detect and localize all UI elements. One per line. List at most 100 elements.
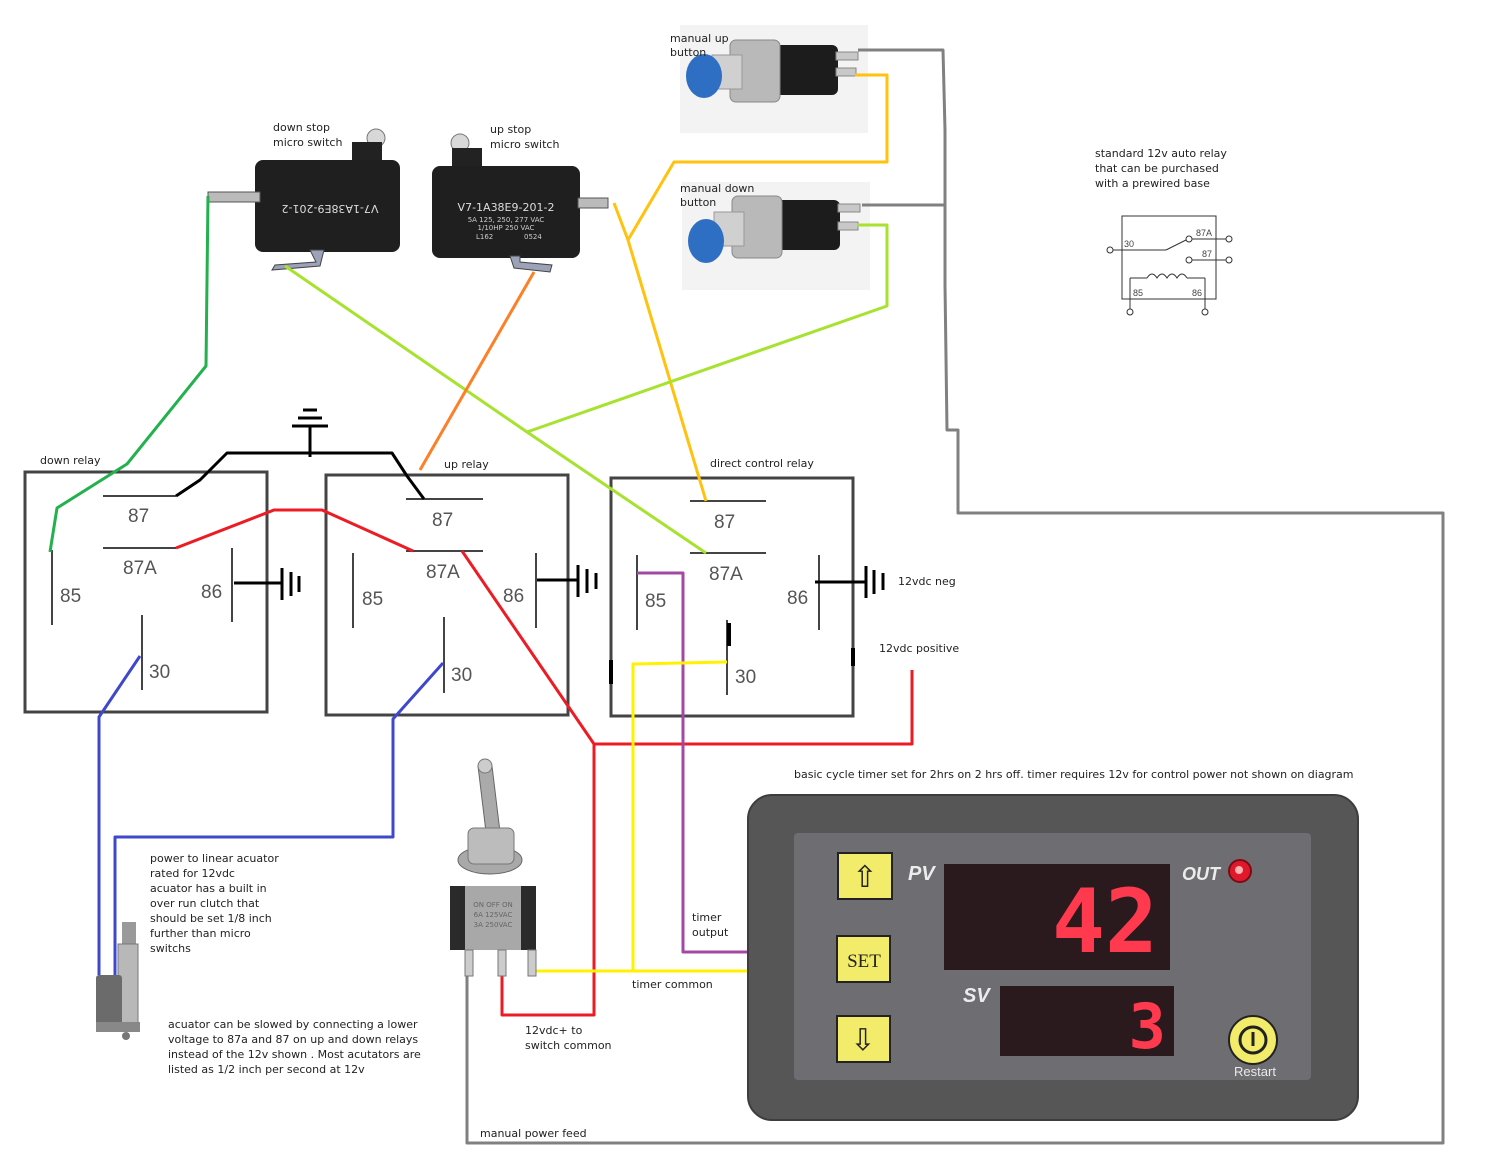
up-relay-pin-86: 86 [503,586,524,607]
wire-red-c [500,744,596,1017]
wire-green [48,195,210,553]
down-relay[interactable] [23,470,269,714]
out-label: OUT [1182,864,1222,884]
relay-note-3: with a prewired base [1095,177,1210,190]
wire-lime-a [526,223,889,434]
schem-pin-85: 85 [1133,288,1143,298]
wire-blue-b [113,662,445,975]
sv-value: 3 [1129,990,1166,1063]
down-relay-pin-30: 30 [149,662,170,683]
down-relay-pin-87: 87 [128,506,149,527]
wire-black [175,451,426,500]
direct-relay-pin-87a: 87A [709,564,743,585]
manual-down-label-1: manual down [680,182,754,195]
schem-pin-87: 87 [1202,249,1212,259]
switch-common-label-1: 12vdc+ to [525,1024,583,1037]
wire-yellow [631,660,752,973]
power-icon [1238,1025,1268,1055]
manual-up-label-1: manual up [670,32,729,45]
wire-yellow-orange-b [626,239,708,502]
direct-relay-pin-30: 30 [735,667,756,688]
up-switch-code2: 0524 [524,233,542,241]
pos-label: 12vdc positive [879,642,959,655]
up-switch-code1: L162 [476,233,493,241]
schem-pin-30: 30 [1124,239,1134,249]
direct-relay-pin-86: 86 [787,588,808,609]
wire-blue-a [97,655,142,975]
slow-note-3: instead of the 12v shown . Most acutator… [168,1048,421,1061]
manual-down-label-2: button [680,196,716,209]
linear-actuator[interactable] [96,922,140,1040]
actuator-note-4: over run clutch that [150,897,260,910]
relay-note-1: standard 12v auto relay [1095,147,1227,160]
up-switch-model: V7-1A38E9-201-2 [458,201,555,214]
down-stop-micro-switch[interactable]: V7-1A38E9-201-2 [207,128,400,271]
actuator-note-5: should be set 1/8 inch [150,912,272,925]
up-relay-pin-30: 30 [451,665,472,686]
up-relay-pin-85: 85 [362,589,383,610]
restart-label: Restart [1234,1064,1276,1079]
wire-orange [418,271,536,471]
wire-red-b [460,550,914,746]
direct-relay-pin-87: 87 [714,512,735,533]
actuator-note-2: rated for 12vdc [150,867,235,880]
down-stop-label-2: micro switch [273,136,342,149]
down-relay-label: down relay [40,454,101,467]
pv-label: PV [908,863,936,885]
up-stop-label-2: micro switch [490,138,559,151]
pv-value: 42 [1052,870,1158,973]
up-relay-pin-87: 87 [432,510,453,531]
wire-gray-up [858,48,947,205]
up-relay-pin-87a: 87A [426,562,460,583]
cycle-timer [747,794,1359,1121]
timer-note: basic cycle timer set for 2hrs on 2 hrs … [794,768,1354,781]
schem-pin-86: 86 [1192,288,1202,298]
slow-note-1: acuator can be slowed by connecting a lo… [168,1018,418,1031]
set-label: SET [847,951,881,972]
arrow-up-icon: ⇧ [852,860,877,895]
toggle-text-1: ON OFF ON [473,901,513,909]
wire-purple [637,571,750,954]
relay-schematic [1106,215,1233,316]
manual-down-button[interactable] [682,182,870,290]
direct-relay-pin-85: 85 [645,591,666,612]
wire-lime-b [284,264,707,555]
actuator-note-3: acuator has a built in [150,882,267,895]
manual-up-label-2: button [670,46,706,59]
out-led-highlight [1235,866,1243,874]
schem-pin-87a: 87A [1196,228,1212,238]
timer-down-button[interactable]: ⇩ [836,1015,891,1063]
slow-note-2: voltage to 87a and 87 on up and down rel… [168,1033,418,1046]
timer-output-label-2: output [692,926,729,939]
down-relay-pin-85: 85 [60,586,81,607]
neg-label: 12vdc neg [898,575,956,588]
arrow-down-icon: ⇩ [850,1023,875,1058]
up-relay-label: up relay [444,458,489,471]
timer-restart-button[interactable] [1228,1015,1278,1065]
slow-note-4: listed as 1/2 inch per second at 12v [168,1063,365,1076]
up-stop-micro-switch[interactable]: V7-1A38E9-201-2 5A 125, 250, 277 VAC 1/1… [432,133,609,273]
sv-label: SV [963,985,991,1007]
manual-up-button[interactable] [680,25,868,133]
wire-red-a [175,508,414,553]
actuator-note-7: switchs [150,942,191,955]
manual-power-feed-label: manual power feed [480,1127,587,1140]
up-relay[interactable] [324,473,570,717]
down-stop-label-1: down stop [273,121,330,134]
actuator-note-1: power to linear acuator [150,852,279,865]
actuator-note-6: further than micro [150,927,251,940]
relay-note-2: that can be purchased [1095,162,1219,175]
timer-common-label: timer common [632,978,713,991]
switch-common-label-2: switch common [525,1039,612,1052]
toggle-switch[interactable]: ON OFF ON 6A 125VAC 3A 250VAC [450,758,537,977]
timer-output-label-1: timer [692,911,722,924]
direct-relay-label: direct control relay [710,457,814,470]
up-stop-label-1: up stop [490,123,531,136]
wire-yellow-orange-a [612,73,889,242]
timer-set-button[interactable]: SET [836,935,891,983]
timer-up-button[interactable]: ⇧ [837,852,893,900]
down-relay-pin-86: 86 [201,582,222,603]
up-switch-rating1: 5A 125, 250, 277 VAC [468,216,545,224]
up-switch-rating2: 1/10HP 250 VAC [478,224,535,232]
